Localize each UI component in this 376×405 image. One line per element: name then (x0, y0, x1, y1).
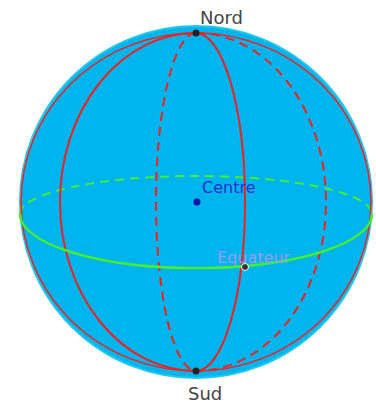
equator-front (20, 214, 372, 268)
equator-back (20, 176, 372, 214)
pole-label: Sud (188, 385, 222, 403)
north-pole-point (193, 30, 200, 37)
center-label: Centre (202, 180, 256, 196)
meridian-front (196, 33, 245, 371)
sphere (20, 26, 372, 378)
meridian-back (156, 33, 196, 371)
center-point (194, 199, 201, 206)
meridian-back (196, 33, 326, 371)
meridian-front (60, 33, 196, 371)
pole-label: Nord (200, 9, 243, 27)
south-pole-point (193, 368, 200, 375)
meridian-outline (21, 33, 371, 371)
equator-label: Equateur (217, 250, 290, 266)
